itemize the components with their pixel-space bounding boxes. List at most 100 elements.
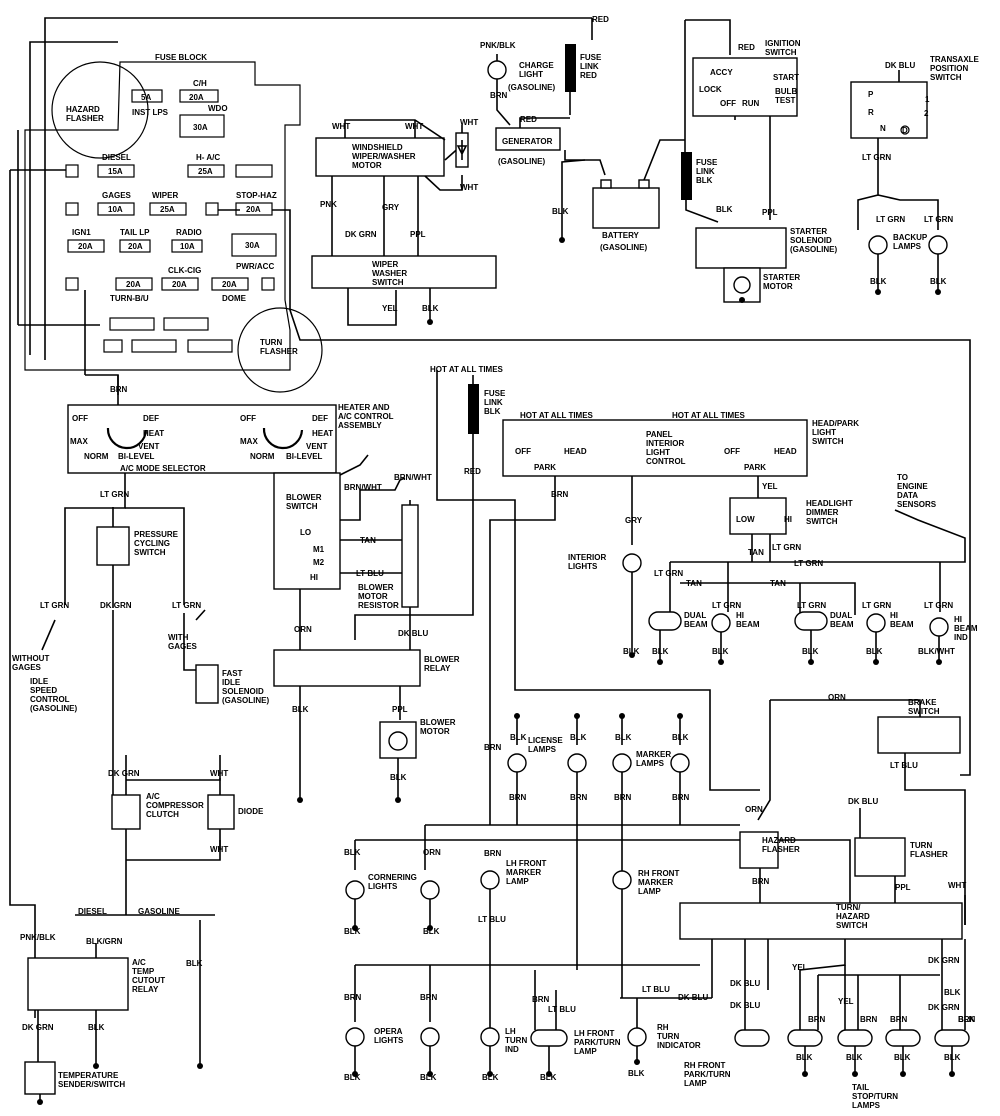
label-blk-fl: BLK bbox=[716, 205, 733, 214]
label-lt-blu-mid: LT BLU bbox=[642, 985, 670, 994]
label-fuse-30a-pwr: 30A bbox=[245, 241, 260, 250]
label-pnk: PNK bbox=[320, 200, 337, 209]
label-brn-wht-1: BRN/WHT bbox=[344, 483, 382, 492]
label-lt-grn-hb1: LT GRN bbox=[654, 569, 683, 578]
label-brn-tail-1: BRN bbox=[808, 1015, 826, 1024]
label-blk-ww: BLK bbox=[422, 304, 439, 313]
label-brn-hvac: BRN bbox=[110, 385, 128, 394]
label-stop-haz: STOP-HAZ bbox=[236, 191, 277, 200]
label-inst-lps: INST LPS bbox=[132, 108, 169, 117]
label-wht-1: WHT bbox=[332, 122, 350, 131]
label-fuse-25a-hac: 25A bbox=[198, 167, 213, 176]
label-gasoline-charge: (GASOLINE) bbox=[508, 83, 555, 92]
label-blk-gen: BLK bbox=[552, 207, 569, 216]
label-def-2: DEF bbox=[312, 414, 328, 423]
label-blk-lic1: BLK bbox=[510, 733, 527, 742]
label-fuse-20a-turn: 20A bbox=[126, 280, 141, 289]
label-fuse-20a-ign: 20A bbox=[78, 242, 93, 251]
label-diesel-bus: DIESEL bbox=[78, 907, 107, 916]
label-lo: LO bbox=[300, 528, 311, 537]
label-gasoline-gen: (GASOLINE) bbox=[498, 157, 545, 166]
label-ppl-haz: PPL bbox=[895, 883, 911, 892]
label-blk-op2: BLK bbox=[420, 1073, 437, 1082]
label-ign1: IGN1 bbox=[72, 228, 91, 237]
label-lt-grn-bu1: LT GRN bbox=[876, 215, 905, 224]
label-wht-diode-bot: WHT bbox=[210, 845, 228, 854]
label-brn-wht-2: BRN/WHT bbox=[394, 473, 432, 482]
label-blk-rti: BLK bbox=[628, 1069, 645, 1078]
label-brn-hl: BRN bbox=[551, 490, 569, 499]
label-brn-tail-4: BRN bbox=[958, 1015, 976, 1024]
label-blk-tail-4: BLK bbox=[944, 1053, 961, 1062]
label-heat-1: HEAT bbox=[143, 429, 164, 438]
label-blk-brelay: BLK bbox=[292, 705, 309, 714]
label-max-2: MAX bbox=[240, 437, 258, 446]
label-lt-blu-lhm: LT BLU bbox=[478, 915, 506, 924]
label-bilevel-2: BI-LEVEL bbox=[286, 452, 323, 461]
label-wiper: WIPER bbox=[152, 191, 178, 200]
label-tail-lp: TAIL LP bbox=[120, 228, 150, 237]
label-lt-grn-bu2: LT GRN bbox=[924, 215, 953, 224]
label-red-top: RED bbox=[592, 15, 609, 24]
label-vent-2: VENT bbox=[306, 442, 327, 451]
label-fuse-5a: 5A bbox=[141, 93, 151, 102]
label-blk-r1: BLK bbox=[944, 988, 961, 997]
label-pnk-blk-relay: PNK/BLK bbox=[20, 933, 56, 942]
label-lt-grn-hb4: LT GRN bbox=[797, 601, 826, 610]
label-blk-hb1: BLK bbox=[652, 647, 669, 656]
label-wht-4: WHT bbox=[460, 183, 478, 192]
label-gages: GAGES bbox=[102, 191, 132, 200]
label-radio: RADIO bbox=[176, 228, 202, 237]
label-h-ac: H- A/C bbox=[196, 153, 220, 162]
label-dk-blu-haz: DK BLU bbox=[848, 797, 878, 806]
label-park-hl2: PARK bbox=[744, 463, 766, 472]
label-fuse-20a-tail: 20A bbox=[128, 242, 143, 251]
label-fuse-block: FUSE BLOCK bbox=[155, 53, 207, 62]
label-brn-lic2: BRN bbox=[570, 793, 588, 802]
label-fuse-20a-clk: 20A bbox=[172, 280, 187, 289]
label-battery: BATTERY bbox=[602, 231, 640, 240]
label-orn-brake: ORN bbox=[828, 693, 846, 702]
label-fuse-10a-radio: 10A bbox=[180, 242, 195, 251]
label-wdo: WDO bbox=[208, 104, 228, 113]
label-dk-grn-pc: DK GRN bbox=[100, 601, 132, 610]
label-dome: DOME bbox=[222, 294, 247, 303]
label-park-hl: PARK bbox=[534, 463, 556, 472]
label-pwr-acc: PWR/ACC bbox=[236, 262, 274, 271]
label-hot-all-times-3: HOT AT ALL TIMES bbox=[672, 411, 746, 420]
label-vent-1: VENT bbox=[138, 442, 159, 451]
label-ppl-bm: PPL bbox=[392, 705, 408, 714]
label-tan-hb1: TAN bbox=[686, 579, 702, 588]
label-orn-bl: ORN bbox=[294, 625, 312, 634]
label-brn-lic-left: BRN bbox=[484, 743, 502, 752]
label-fuse-10a-gages: 10A bbox=[108, 205, 123, 214]
label-accy: ACCY bbox=[710, 68, 733, 77]
label-blk-gas: BLK bbox=[186, 959, 203, 968]
label-blk-op1: BLK bbox=[344, 1073, 361, 1082]
label-blk-bu2: BLK bbox=[930, 277, 947, 286]
label-brn-op1: BRN bbox=[344, 993, 362, 1002]
label-lt-blu-bl: LT BLU bbox=[356, 569, 384, 578]
